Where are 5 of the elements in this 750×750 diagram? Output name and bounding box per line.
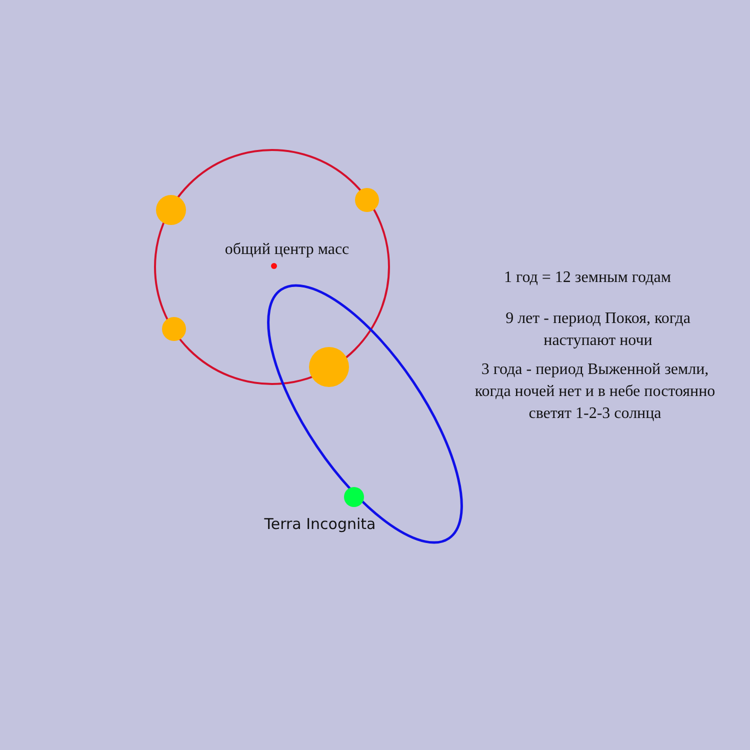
planet-label: Terra Incognita (263, 514, 377, 535)
note-text: 9 лет - период Покоя, когда наступают ночи (504, 309, 692, 351)
note-text: 1 год = 12 земным годам (503, 268, 672, 288)
note-text: 3 года - период Выженной земли, когда ночей нет и в небе постоянно светят 1-2-3 солнца (474, 360, 716, 424)
center-label: общий центр масс (224, 240, 350, 260)
